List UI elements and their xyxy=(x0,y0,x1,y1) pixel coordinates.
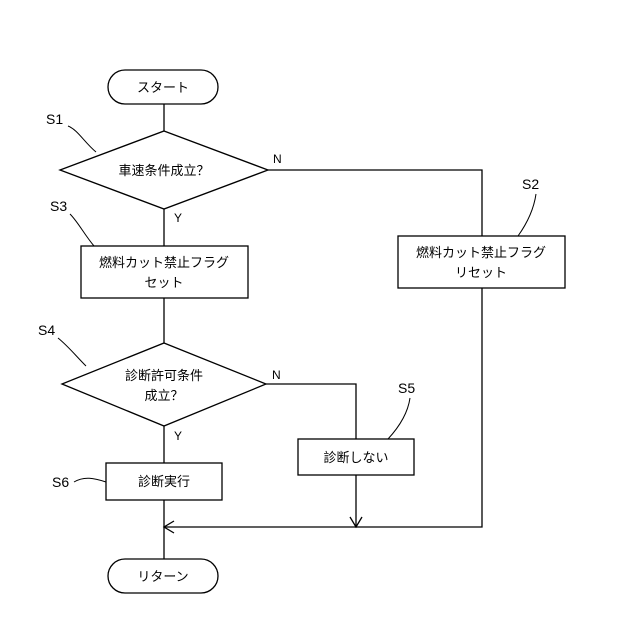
end-label: リターン xyxy=(137,570,188,585)
s1-decision-label: 車速条件成立？ xyxy=(118,163,209,179)
s1-yes-label: Y xyxy=(174,211,182,225)
step-label-s2: S2 xyxy=(522,176,539,192)
s4-no-label: N xyxy=(272,368,281,382)
leader-s1 xyxy=(68,126,96,152)
s3-process-label-line2: セット xyxy=(144,276,183,291)
step-label-s3: S3 xyxy=(50,198,67,214)
s4-yes-label: Y xyxy=(174,429,182,443)
start-label: スタート xyxy=(137,81,189,96)
connector-s1-no-to-s2 xyxy=(268,170,482,236)
step-label-s1: S1 xyxy=(46,111,63,127)
s1-no-label: N xyxy=(273,152,282,166)
s3-process-label-line1: 燃料カット禁止フラグ xyxy=(99,255,229,271)
leader-s5 xyxy=(388,398,410,439)
s4-decision-label-line2: 成立？ xyxy=(144,389,183,404)
s5-process-label: 診断しない xyxy=(323,450,388,466)
step-label-s6: S6 xyxy=(52,474,69,490)
s6-process-label: 診断実行 xyxy=(138,474,190,490)
leader-s4 xyxy=(58,338,86,366)
leader-s6 xyxy=(74,478,106,482)
step-label-s5: S5 xyxy=(398,380,415,396)
s4-decision-diamond xyxy=(62,343,266,426)
s2-process-label-line2: リセット xyxy=(455,266,507,281)
s2-process-label-line1: 燃料カット禁止フラグ xyxy=(416,245,546,261)
step-label-s4: S4 xyxy=(38,322,55,338)
connector-s4-no-to-s5 xyxy=(266,384,356,439)
leader-s3 xyxy=(70,214,94,246)
s4-decision-label-line1: 診断許可条件 xyxy=(125,368,203,384)
leader-s2 xyxy=(518,194,536,236)
